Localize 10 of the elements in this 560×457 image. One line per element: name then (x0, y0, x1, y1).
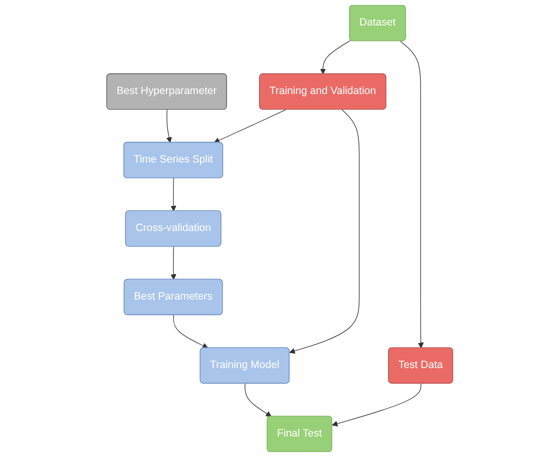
arrow (320, 40, 352, 74)
arrow (170, 246, 177, 280)
arrow (400, 40, 424, 348)
arrow (170, 178, 177, 212)
arrow (290, 109, 360, 354)
arrow (214, 109, 287, 144)
arrow (244, 383, 272, 417)
arrow (173, 314, 208, 348)
arrow (332, 383, 422, 426)
arrow (166, 109, 172, 143)
